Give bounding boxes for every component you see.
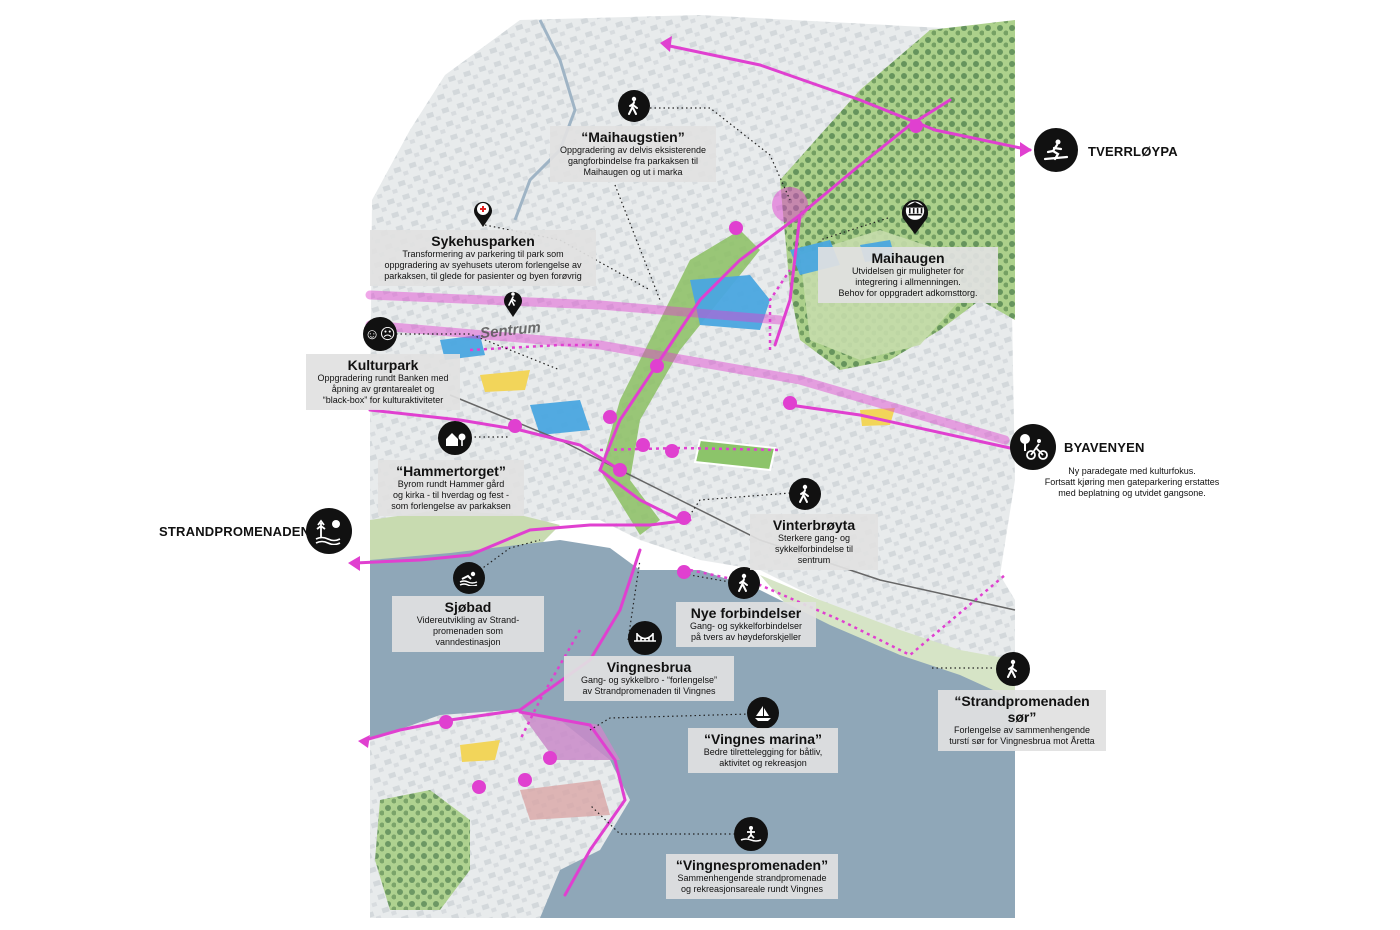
maihaugstien-title: “Maihaugstien”	[581, 129, 685, 145]
strandpromenaden-label: STRANDPROMENADEN	[159, 524, 311, 539]
label-maihaugen: Maihaugen Utvidelsen gir muligheter for …	[818, 247, 998, 303]
pedestrian-icon	[728, 567, 760, 599]
park-axis	[600, 230, 760, 535]
sykehusparken-title: Sykehusparken	[431, 233, 535, 249]
vinterbroyta-description: Sterkere gang- og sykkelforbindelse til …	[774, 533, 854, 565]
byavenyen-street	[365, 290, 1010, 445]
label-sjobad: Sjøbad Videreutvikling av Strand- promen…	[392, 596, 544, 652]
vingnes-forest	[375, 790, 470, 910]
railway	[449, 394, 1016, 611]
museum-pin-icon	[901, 199, 929, 235]
kulturpark-title: Kulturpark	[347, 357, 419, 373]
shore-park-south	[760, 575, 1015, 700]
label-maihaugstien: “Maihaugstien” Oppgradering av delvis ek…	[550, 126, 716, 182]
label-nye-forbindelser: Nye forbindelser Gang- og sykkelforbinde…	[676, 602, 816, 647]
vingnes-beach	[520, 780, 610, 820]
sjobad-description: Videreutvikling av Strand- promenaden so…	[416, 615, 520, 647]
cyclist-tree-icon	[1010, 424, 1056, 470]
bridge-icon	[628, 621, 662, 655]
strandpromenaden-sor-title: “Strandpromenaden sør”	[954, 693, 1090, 725]
leader-lines	[396, 107, 992, 835]
label-hammertorget: “Hammertorget” Byrom rundt Hammer gård o…	[378, 460, 524, 516]
label-vingnespromenaden: “Vingnespromenaden” Sammenhengende stran…	[666, 854, 838, 899]
label-strandpromenaden-sor: “Strandpromenaden sør” Forlengelse av sa…	[938, 690, 1106, 751]
pedestrian-icon	[618, 90, 650, 122]
strandpromenaden-sor-description: Forlengelse av sammenhengende turstí sør…	[949, 725, 1095, 746]
swimmer-icon	[453, 562, 485, 594]
maihaugen-title: Maihaugen	[871, 250, 945, 266]
theater-masks-icon: ☺☹	[363, 317, 397, 351]
hospital-pin-icon	[474, 201, 492, 227]
kulturpark-description: Oppgradering rundt Banken med åpning av …	[317, 373, 449, 405]
byavenyen-description: Ny paradegate med kulturfokus. Fortsatt …	[1044, 466, 1220, 498]
route-arrows	[348, 36, 1032, 748]
route-nodes	[439, 119, 923, 794]
sports-field	[693, 438, 777, 472]
nye-forbindelser-description: Gang- og sykkelforbindelser på tvers av …	[689, 621, 803, 642]
beach-walk-icon	[734, 817, 768, 851]
vingnes-marina-title: “Vingnes marina”	[703, 731, 822, 747]
vingnesbrua-description: Gang- og sykkelbro - “forlengelse” av St…	[580, 675, 718, 696]
vingnespromenaden-title: “Vingnespromenaden”	[675, 857, 829, 873]
vingnes-marina-description: Bedre tilrettelegging for båtliv, aktivi…	[703, 747, 823, 768]
maihaugen-description: Utvidelsen gir muligheter for integrerin…	[838, 266, 978, 298]
hammertorget-description: Byrom rundt Hammer gård og kirka - til h…	[391, 479, 511, 511]
nye-forbindelser-title: Nye forbindelser	[690, 605, 802, 621]
maihaugstien-description: Oppgradering av delvis eksisterende gang…	[559, 145, 707, 177]
skier-icon	[1034, 128, 1078, 172]
label-sykehusparken: Sykehusparken Transformering av parkerin…	[370, 230, 596, 286]
vinterbroyta-title: Vinterbrøyta	[772, 517, 856, 533]
label-vinterbroyta: Vinterbrøyta Sterkere gang- og sykkelfor…	[750, 514, 878, 570]
pedestrian-routes	[353, 43, 1032, 897]
pedestrian-pin-icon	[504, 291, 522, 317]
label-vingnesbrua: Vingnesbrua Gang- og sykkelbro - “forlen…	[564, 656, 734, 701]
tverrloypa-label: TVERRLØYPA	[1088, 144, 1178, 159]
shore-park-west	[370, 510, 560, 565]
pedestrian-icon	[996, 652, 1030, 686]
vingnes-marina	[520, 712, 620, 760]
byavenyen-label: BYAVENYEN	[1064, 440, 1145, 455]
vingnesbrua-title: Vingnesbrua	[606, 659, 692, 675]
sykehusparken-description: Transformering av parkering til park som…	[384, 249, 582, 281]
label-vingnes-marina: “Vingnes marina” Bedre tilrettelegging f…	[688, 728, 838, 773]
vingnespromenaden-description: Sammenhengende strandpromenade og rekrea…	[677, 873, 827, 894]
label-kulturpark: Kulturpark Oppgradering rundt Banken med…	[306, 354, 460, 410]
beach-icon	[306, 508, 352, 554]
sailboat-icon	[747, 697, 779, 729]
pedestrian-icon	[789, 478, 821, 510]
dotted-routes	[469, 269, 1006, 741]
hammertorget-title: “Hammertorget”	[396, 463, 506, 479]
house-tree-icon	[438, 421, 472, 455]
sjobad-title: Sjøbad	[444, 599, 492, 615]
